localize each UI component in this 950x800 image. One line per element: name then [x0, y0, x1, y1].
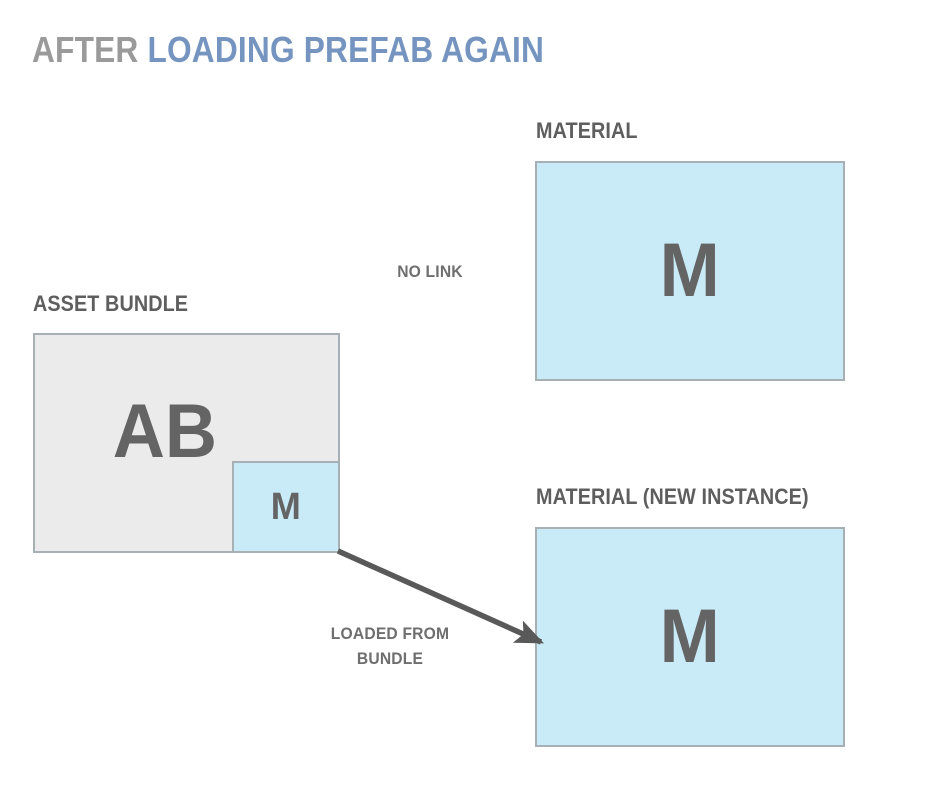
loaded-from-bundle-label-line1: LOADED FROM: [330, 624, 450, 643]
title-highlight: LOADING PREFAB AGAIN: [147, 29, 545, 70]
material-embedded-glyph: M: [270, 486, 302, 528]
material-new-instance-caption: MATERIAL (NEW INSTANCE): [536, 484, 809, 509]
asset-bundle-box[interactable]: AB: [33, 333, 340, 553]
material-glyph: M: [659, 228, 721, 313]
asset-bundle-caption: ASSET BUNDLE: [33, 291, 189, 316]
material-new-instance-glyph: M: [659, 594, 721, 679]
loaded-from-bundle-label-line2: BUNDLE: [356, 649, 424, 668]
material-caption: MATERIAL: [536, 118, 638, 143]
material-embedded-box[interactable]: M: [232, 461, 340, 553]
material-new-instance-box[interactable]: M: [535, 527, 845, 747]
page-title: AFTER LOADING PREFAB AGAIN: [32, 28, 544, 72]
loaded-from-bundle-label: LOADED FROM BUNDLE: [307, 621, 473, 671]
material-box[interactable]: M: [535, 161, 845, 381]
asset-bundle-glyph: AB: [112, 389, 218, 474]
no-link-label: NO LINK: [397, 262, 463, 281]
title-prefix: AFTER: [32, 29, 148, 70]
